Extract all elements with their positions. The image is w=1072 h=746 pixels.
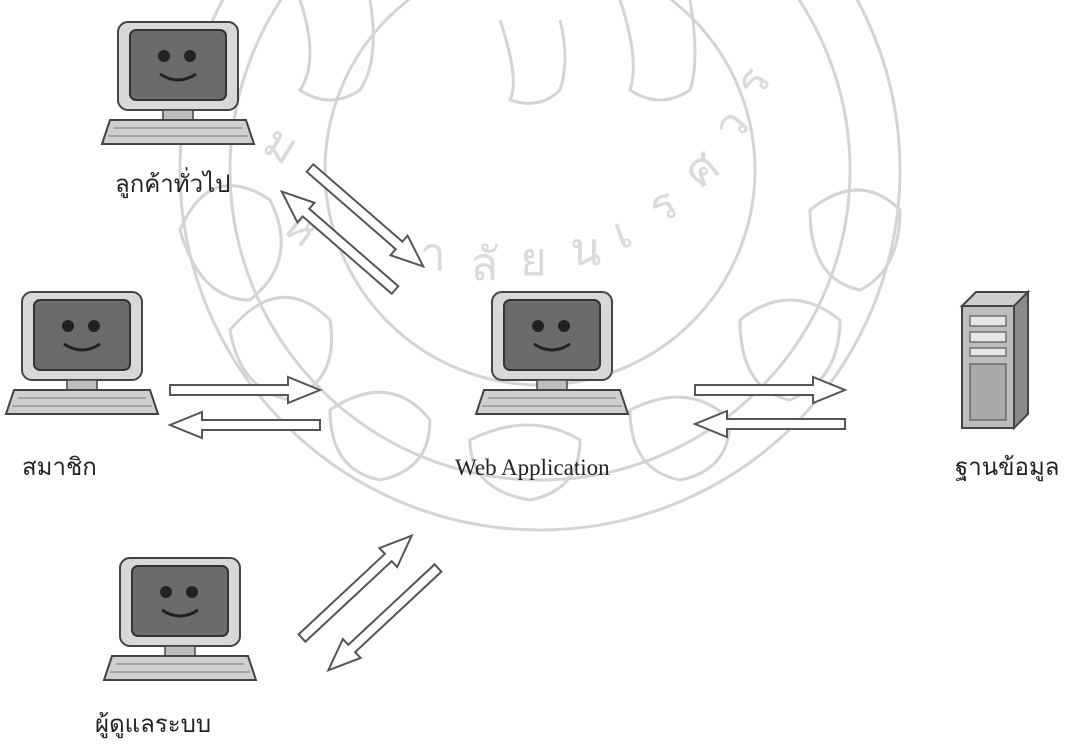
general-customer-label: ลูกค้าทั่วไป <box>115 170 231 198</box>
svg-text:ลั: ลั <box>470 237 498 291</box>
arrow-member-to-webapp <box>169 376 321 404</box>
svg-text:น: น <box>570 222 601 276</box>
database-label: ฐานข้อมูล <box>955 453 1060 481</box>
svg-text:า: า <box>420 227 446 281</box>
arrow-database-to-webapp <box>694 410 846 438</box>
database-server-icon <box>959 289 1031 431</box>
arrow-webapp-to-database <box>694 376 846 404</box>
arrow-webapp-to-member <box>169 411 321 439</box>
web-application-label: Web Application <box>455 455 610 480</box>
admin-computer-icon <box>102 556 258 682</box>
arrow-admin-to-webapp <box>292 525 422 649</box>
arrow-webapp-to-admin <box>318 557 448 681</box>
member-label: สมาชิก <box>22 453 97 481</box>
member-computer-icon <box>4 290 160 416</box>
admin-label: ผู้ดูแลระบบ <box>95 710 212 738</box>
web-application-computer-icon <box>474 290 630 416</box>
general-customer-computer-icon <box>100 20 256 146</box>
svg-text:ย: ย <box>520 232 547 286</box>
